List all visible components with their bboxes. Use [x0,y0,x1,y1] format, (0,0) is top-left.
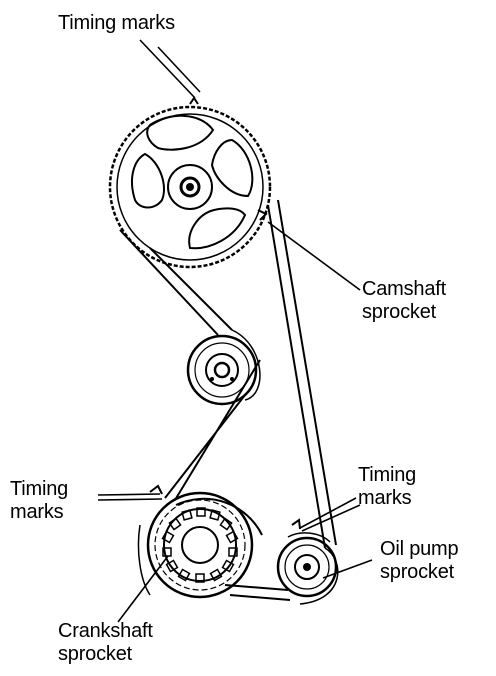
label-camshaft-line1: Camshaft [362,278,446,300]
label-oil-pump-line2: sprocket [380,561,454,583]
label-timing-right-line2: marks [358,487,412,509]
label-crankshaft-line2: sprocket [58,643,132,665]
label-timing-marks-left: Timing marks [10,478,68,524]
label-timing-marks-right: Timing marks [358,464,416,510]
crankshaft-timing-mark [149,484,163,495]
label-crankshaft-sprocket: Crankshaft sprocket [58,620,153,666]
leader-camshaft [267,221,361,291]
leader-timing-marks-top [157,46,201,93]
label-crankshaft-line1: Crankshaft [58,620,153,642]
leader-timing-marks-right [299,497,357,529]
camshaft-timing-mark [189,96,199,105]
camshaft-spoke-window [188,207,247,250]
label-timing-right-line1: Timing [358,464,417,486]
oil-pump-guide [287,532,331,543]
label-timing-marks-top: Timing marks [58,12,175,35]
camshaft-sprocket [108,96,272,269]
label-timing-left-line2: marks [10,501,64,523]
label-oil-pump-sprocket: Oil pump sprocket [380,538,459,584]
leader-timing-marks-right [301,504,361,532]
label-camshaft-line2: sprocket [362,301,436,323]
idler-pulley [186,334,258,406]
leader-lines [97,39,373,623]
camshaft-spoke-window [146,114,215,151]
leader-timing-marks-top [139,39,196,99]
label-oil-pump-line1: Oil pump [380,538,459,560]
camshaft-spoke-window [131,152,165,209]
oil-pump-timing-mark [291,518,301,530]
leader-timing-marks-left [97,493,161,496]
crankshaft-guide-plate [137,524,151,596]
label-timing-left-line1: Timing [10,478,69,500]
label-camshaft-sprocket: Camshaft sprocket [362,278,446,324]
leader-crankshaft [117,555,169,623]
oil-pump-sprocket [276,518,338,598]
crankshaft-sprocket [137,484,263,599]
leader-oil-pump [322,559,373,579]
timing-belt [119,199,339,605]
camshaft-spoke-window [210,138,254,198]
camshaft-timing-mark [257,209,268,221]
crankshaft-guide-plate [175,497,263,536]
label-timing-marks-top-text: Timing marks [58,12,175,34]
leader-timing-marks-left [97,498,163,501]
